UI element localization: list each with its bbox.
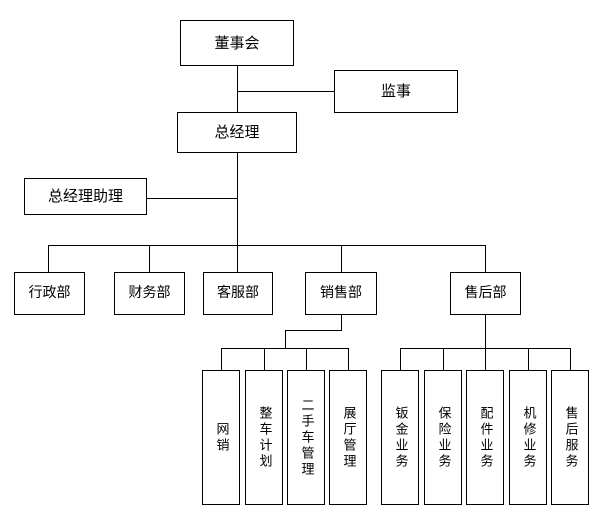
node-supervisor[interactable]: 监事 [334,70,458,113]
connector-drop-parts [485,348,486,370]
node-label-board-of-directors: 董事会 [214,33,260,52]
node-label-unit-mechanical-repair-business: 机修业务 [520,405,536,470]
node-unit-parts-business[interactable]: 配件业务 [466,370,504,505]
node-department-finance[interactable]: 财务部 [114,272,185,315]
node-department-aftersales[interactable]: 售后部 [450,272,521,315]
connector-sales-jog-down [285,330,286,348]
node-label-unit-insurance-business: 保险业务 [435,405,451,470]
connector-gm-trunk [237,153,238,246]
node-label-department-sales: 销售部 [320,284,362,301]
node-unit-used-car-management[interactable]: 二手车管理 [287,370,325,505]
node-label-unit-online-sales: 网销 [213,421,229,454]
node-label-unit-aftersales-service: 售后服务 [562,405,578,470]
node-label-general-manager: 总经理 [214,123,260,142]
connector-drop-aftersales [485,245,486,272]
connector-aftersales-down [485,315,486,348]
connector-drop-used-car [306,348,307,370]
node-label-supervisor: 监事 [380,82,411,101]
node-unit-insurance-business[interactable]: 保险业务 [424,370,462,505]
node-unit-aftersales-service[interactable]: 售后服务 [551,370,589,505]
node-board-of-directors[interactable]: 董事会 [180,20,294,66]
connector-drop-admin [48,245,49,272]
connector-drop-mechanical [528,348,529,370]
node-general-manager-assistant[interactable]: 总经理助理 [24,178,147,215]
node-unit-showroom-management[interactable]: 展厅管理 [329,370,367,505]
node-label-unit-showroom-management: 展厅管理 [340,405,356,470]
connector-drop-insurance [443,348,444,370]
node-unit-online-sales[interactable]: 网销 [202,370,240,505]
node-label-unit-sheet-metal-business: 钣金业务 [392,405,408,470]
node-label-unit-used-car-management: 二手车管理 [298,397,314,478]
node-department-administration[interactable]: 行政部 [14,272,85,315]
connector-sales-down-jog [341,315,342,331]
connector-drop-service [570,348,571,370]
connector-board-down [237,66,238,112]
node-unit-sheet-metal-business[interactable]: 钣金业务 [381,370,419,505]
connector-drop-online-sales [221,348,222,370]
node-label-department-administration: 行政部 [28,284,71,301]
node-general-manager[interactable]: 总经理 [177,112,297,153]
node-label-unit-vehicle-plan: 整车计划 [256,405,272,470]
connector-drop-vehicle-plan [264,348,265,370]
node-label-department-finance: 财务部 [128,284,171,301]
connector-board-to-supervisor [237,91,334,92]
connector-drop-showroom [348,348,349,370]
node-label-department-customer-service: 客服部 [217,284,259,301]
node-department-sales[interactable]: 销售部 [305,272,377,315]
node-department-customer-service[interactable]: 客服部 [203,272,273,315]
connector-sales-jog-left [285,330,342,331]
node-label-unit-parts-business: 配件业务 [477,405,493,470]
connector-drop-sheet-metal [400,348,401,370]
connector-sales-unit-bar [221,348,349,349]
connector-drop-customer-service [237,245,238,272]
connector-drop-finance [149,245,150,272]
node-unit-mechanical-repair-business[interactable]: 机修业务 [509,370,547,505]
node-unit-vehicle-plan[interactable]: 整车计划 [245,370,283,505]
connector-department-bar [48,245,486,246]
connector-gm-to-assistant [147,198,238,199]
node-label-general-manager-assistant: 总经理助理 [47,187,123,206]
node-label-department-aftersales: 售后部 [464,284,507,301]
connector-drop-sales [341,245,342,272]
